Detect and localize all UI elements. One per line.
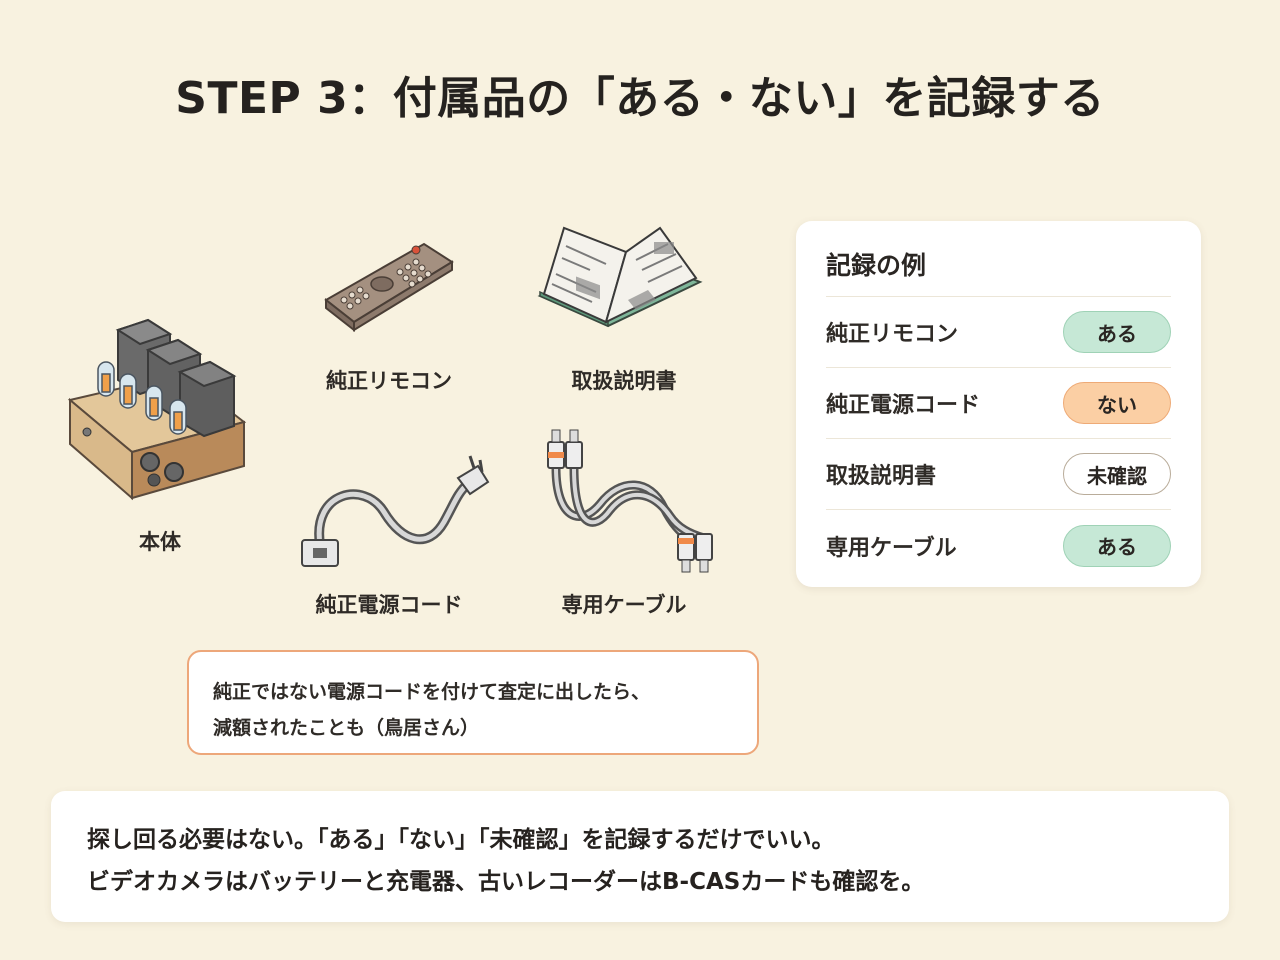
record-card-title: 記録の例 [826,249,1171,297]
note-line-1: 探し回る必要はない。「ある」「ない」「未確認」を記録するだけでいい。 [87,827,835,853]
record-row-power-cord: 純正電源コード ない [826,368,1171,439]
status-badge-unconfirmed: 未確認 [1063,453,1171,495]
record-row-manual: 取扱説明書 未確認 [826,439,1171,510]
item-label-cable: 専用ケーブル [561,593,687,617]
record-item-name: 純正電源コード [826,393,981,418]
status-badge-yes: ある [1063,311,1171,353]
page-title: STEP 3：付属品の「ある・ない」を記録する [175,73,1105,124]
item-label-manual: 取扱説明書 [571,369,677,393]
item-label-power-cord: 純正電源コード [315,593,463,617]
status-badge-yes: ある [1063,524,1171,567]
record-item-name: 専用ケーブル [826,535,957,561]
speech-bubble: 純正ではない電源コードを付けて査定に出したら、 減額されたことも（鳥居さん） [187,650,759,755]
power-cord-illustration [301,455,490,567]
record-row-remote: 純正リモコン ある [826,297,1171,368]
bubble-line-2: 減額されたことも（鳥居さん） [213,717,480,739]
manual-illustration [537,226,703,328]
status-badge-no: ない [1063,382,1171,424]
cable-illustration [547,429,713,573]
record-row-cable: 専用ケーブル ある [826,510,1171,581]
record-example-card: 記録の例 純正リモコン ある 純正電源コード ない 取扱説明書 未確認 専用ケー… [796,221,1201,587]
amplifier-illustration [67,318,247,501]
bubble-line-1: 純正ではない電源コードを付けて査定に出したら、 [213,681,651,703]
remote-illustration [324,242,454,333]
item-label-body: 本体 [139,530,181,554]
bottom-note: 探し回る必要はない。「ある」「ない」「未確認」を記録するだけでいい。 ビデオカメ… [51,791,1229,922]
note-line-2: ビデオカメラはバッテリーと充電器、古いレコーダーはB-CASカードも確認を。 [87,869,925,895]
record-item-name: 純正リモコン [826,322,959,347]
record-item-name: 取扱説明書 [826,464,937,489]
item-label-remote: 純正リモコン [326,369,452,393]
